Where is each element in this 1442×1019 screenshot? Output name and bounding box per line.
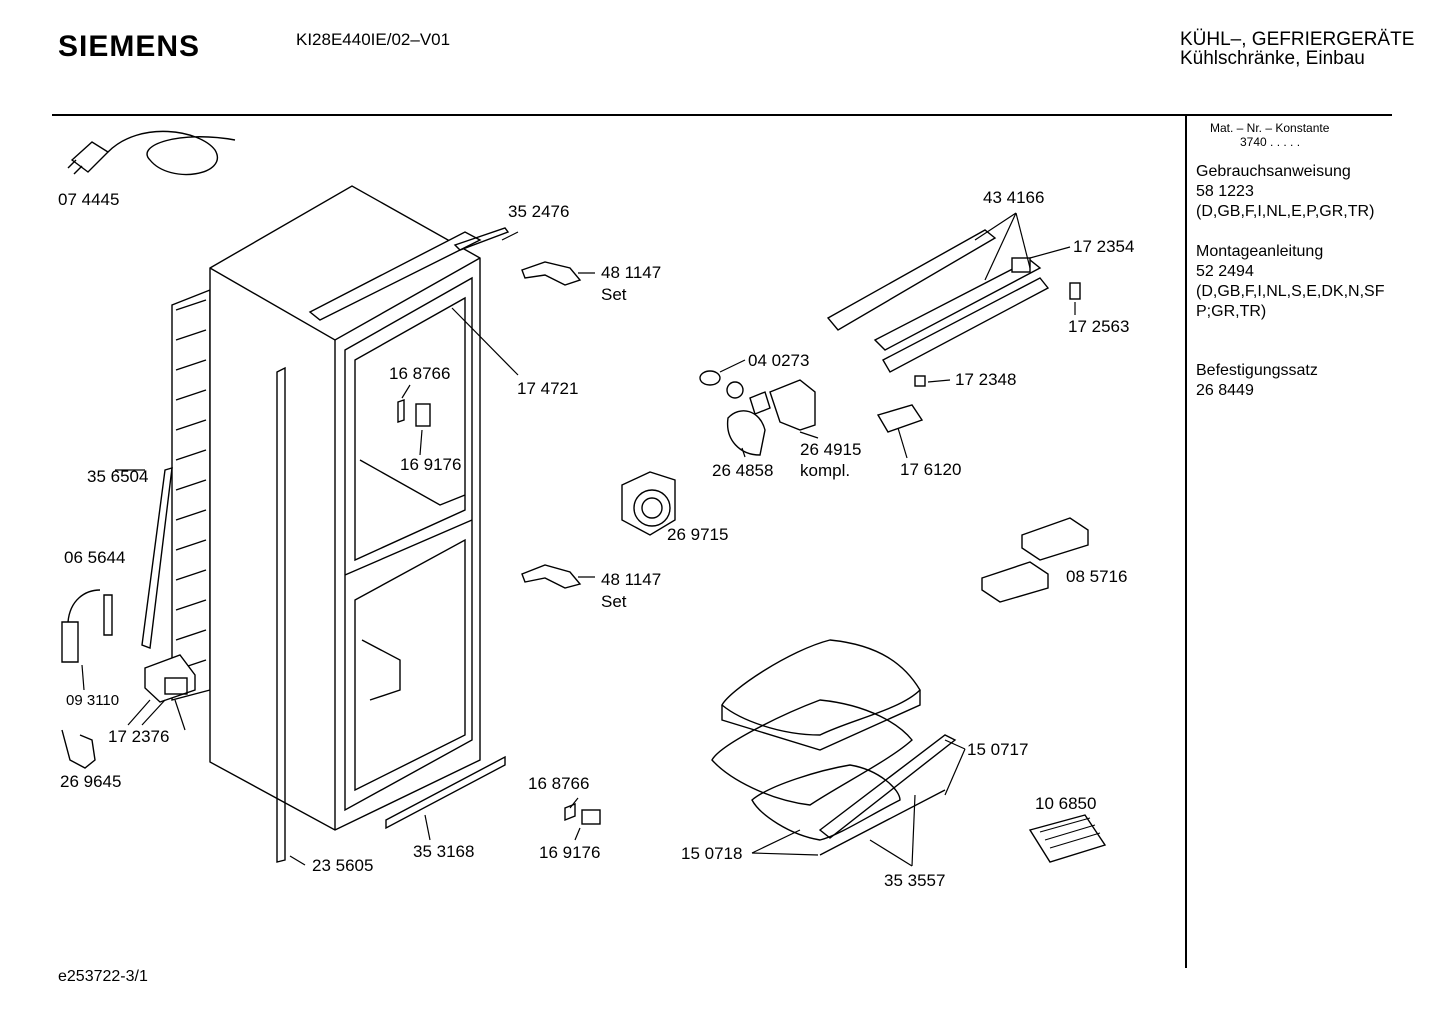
mount-languages-2: P;GR,TR) — [1196, 303, 1267, 320]
strip-356504-drawing — [141, 467, 173, 649]
part-label-481147-top: 48 1147 — [601, 263, 662, 282]
fan-drawing — [621, 471, 676, 536]
side-strip-drawing — [276, 366, 286, 863]
lamp-assembly-drawing — [699, 370, 816, 456]
part-label-074445: 07 4445 — [58, 190, 120, 209]
part-label-269645: 26 9645 — [60, 772, 122, 791]
mount-title: Montageanleitung — [1196, 243, 1324, 260]
cabinet-drawing — [209, 185, 482, 831]
hinge-top-drawing — [521, 261, 582, 286]
part-label-176120: 17 6120 — [900, 460, 962, 479]
part-label-353557: 35 3557 — [884, 871, 946, 890]
mount-languages-1: (D,GB,F,I,NL,S,E,DK,N,SF — [1196, 283, 1385, 300]
mount-number: 52 2494 — [1196, 263, 1254, 280]
part-label-356504: 35 6504 — [87, 467, 149, 486]
manual-languages: (D,GB,F,I,NL,E,P,GR,TR) — [1196, 203, 1375, 220]
relay-box-drawing — [144, 654, 196, 703]
part-label-352476: 35 2476 — [508, 202, 570, 221]
part-label-172563: 17 2563 — [1068, 317, 1130, 336]
part-label-168766-upper: 16 8766 — [389, 364, 451, 383]
ice-tray-drawing — [1028, 814, 1107, 863]
capacitor-drawing — [61, 589, 113, 663]
kit-number: 26 8449 — [1196, 382, 1254, 399]
part-label-set-top: Set — [601, 285, 627, 304]
mat-value: 3740 . . . . . — [1240, 135, 1301, 149]
part-label-264915: 26 4915 — [800, 440, 862, 459]
part-label-172376: 17 2376 — [108, 727, 170, 746]
category-title: KÜHL–, GEFRIERGERÄTE Kühlschränke, Einba… — [1180, 30, 1414, 68]
part-label-150717: 15 0717 — [967, 740, 1029, 759]
category-label: KÜHL–, GEFRIERGERÄTE — [1180, 29, 1415, 50]
bottom-strip-drawing — [385, 755, 506, 830]
part-label-106850: 10 6850 — [1035, 794, 1097, 813]
part-label-235605: 23 5605 — [312, 856, 374, 875]
model-number: KI28E440IE/02–V01 — [296, 30, 451, 49]
part-label-172348: 17 2348 — [955, 370, 1017, 389]
part-label-264858: 26 4858 — [712, 461, 774, 480]
condenser-drawing — [171, 288, 211, 701]
connector-drawing — [61, 729, 96, 769]
ice-packs-drawing — [981, 517, 1089, 603]
manual-title: Gebrauchsanweisung — [1196, 163, 1351, 180]
part-label-168766-lower: 16 8766 — [528, 774, 590, 793]
power-cord-drawing — [67, 130, 236, 176]
mat-label: Mat. – Nr. – Konstante — [1210, 121, 1330, 135]
part-label-150718: 15 0718 — [681, 844, 743, 863]
part-label-172354: 17 2354 — [1073, 237, 1135, 256]
leader-lines — [81, 212, 1076, 867]
part-label-085716: 08 5716 — [1066, 567, 1128, 586]
brand-logo: SIEMENS — [58, 30, 201, 63]
part-label-set-bottom: Set — [601, 592, 627, 611]
drawing-code: e253722-3/1 — [58, 968, 148, 985]
side-divider — [1185, 116, 1187, 968]
manual-number: 58 1223 — [1196, 183, 1254, 200]
part-label-174721: 17 4721 — [517, 379, 579, 398]
evaporator-drawing — [711, 639, 957, 856]
part-label-040273: 04 0273 — [748, 351, 810, 370]
part-label-kompl: kompl. — [800, 461, 851, 480]
exploded-view-drawing — [61, 130, 1107, 867]
part-label-481147-bottom: 48 1147 — [601, 570, 662, 589]
part-label-353168: 35 3168 — [413, 842, 475, 861]
header-divider — [52, 114, 1392, 116]
rail-352476-drawing — [453, 227, 510, 251]
subcategory-label: Kühlschränke, Einbau — [1180, 48, 1365, 69]
hinge-bottom-drawing — [521, 564, 582, 589]
rails-434166-drawing — [826, 229, 1050, 373]
kit-title: Befestigungssatz — [1196, 362, 1318, 379]
part-label-269715: 26 9715 — [667, 525, 729, 544]
part-label-434166: 43 4166 — [983, 188, 1045, 207]
part-label-169176-upper: 16 9176 — [400, 455, 462, 474]
part-label-169176-lower: 16 9176 — [539, 843, 601, 862]
part-label-065644: 06 5644 — [64, 548, 126, 567]
part-label-093110: 09 3110 — [66, 692, 120, 709]
